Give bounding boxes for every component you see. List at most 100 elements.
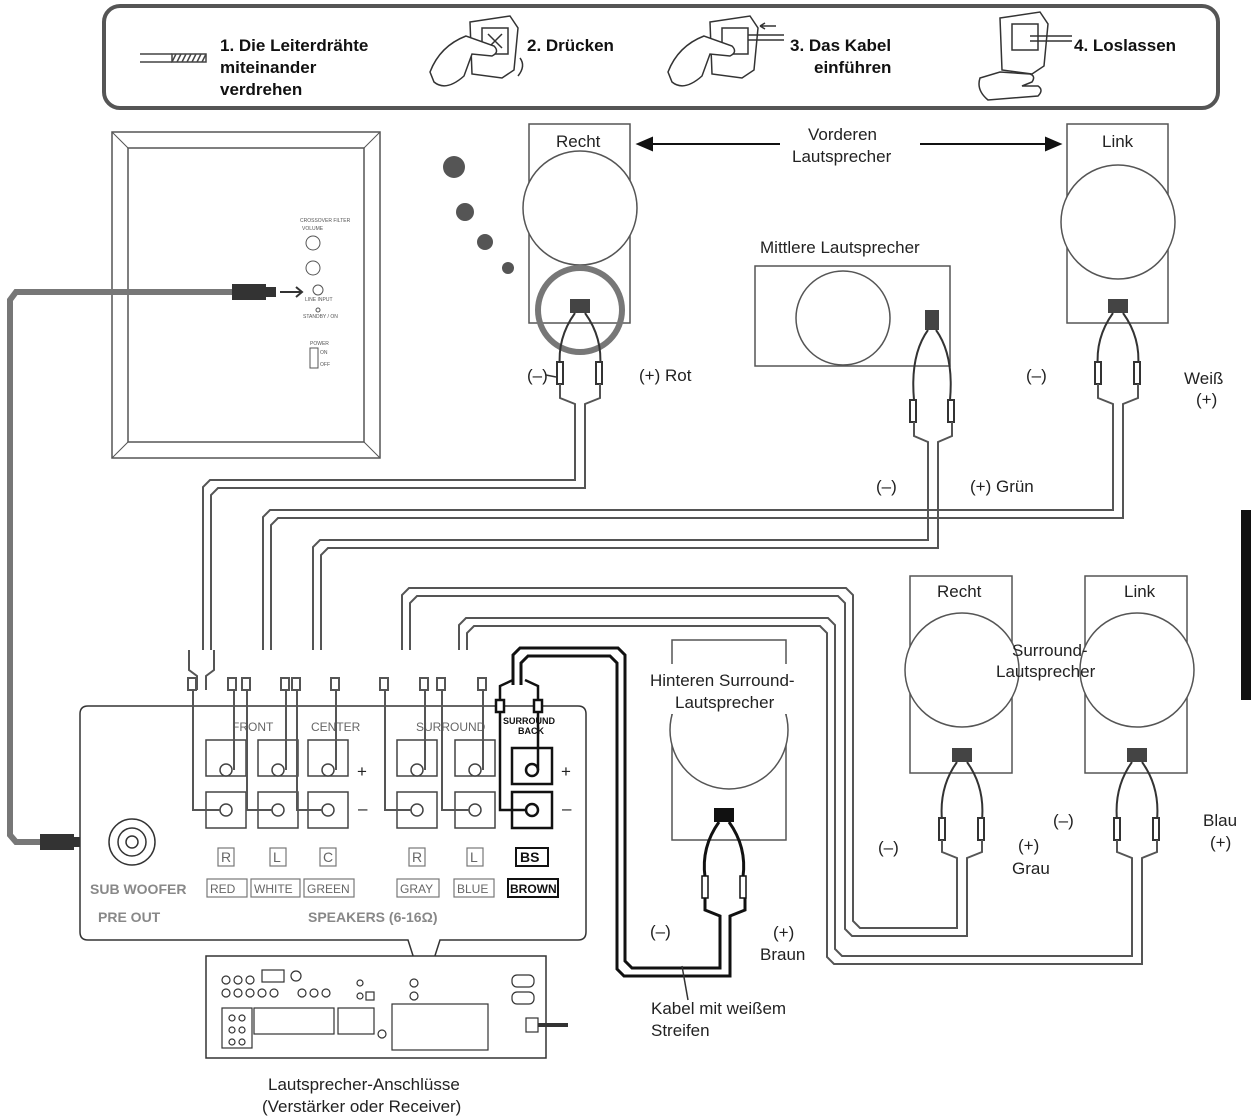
letter-c: C — [323, 849, 333, 865]
group-surround-back-line-1: SURROUND — [503, 716, 556, 726]
surround-left-pos-line-1: Blau — [1203, 811, 1237, 830]
color-blue: BLUE — [457, 882, 488, 896]
receiver-caption-line-1: Lautsprecher-Anschlüsse — [268, 1075, 460, 1094]
terminal-front-l — [257, 739, 299, 829]
terminal-color-boxes — [206, 878, 495, 898]
cable-note-line-2: Streifen — [651, 1021, 710, 1040]
volume-label: VOLUME — [302, 226, 324, 232]
release-terminal-icon — [978, 11, 1072, 101]
line-input-label: LINE INPUT — [305, 297, 333, 303]
center-neg-label: (–) — [876, 477, 897, 496]
center-speaker: Mittlere Lautsprecher — [754, 238, 951, 367]
front-caption-line-1: Vorderen — [808, 125, 877, 144]
step-3-line-2: einführen — [814, 58, 891, 77]
plus-label: + — [357, 762, 367, 781]
sub-woofer-label: SUB WOOFER — [90, 881, 186, 897]
front-right-speaker: Recht — [522, 123, 638, 355]
letter-l-surround: L — [470, 849, 478, 865]
letter-r-front: R — [221, 849, 231, 865]
center-label: Mittlere Lautsprecher — [760, 238, 920, 257]
surround-back-title-line-2: Lautsprecher — [675, 693, 775, 712]
terminal-surround-back — [510, 746, 554, 830]
terminal-front-r — [205, 739, 247, 829]
front-left-neg-label: (–) — [1026, 366, 1047, 385]
surround-right-pos-line-2: Grau — [1012, 859, 1050, 878]
surround-right-pos-line-1: (+) — [1018, 836, 1039, 855]
minus-label-back: – — [562, 799, 572, 818]
surround-right-label: Recht — [937, 582, 982, 601]
brown-color-box — [507, 878, 559, 898]
surround-right-neg-label: (–) — [878, 838, 899, 857]
front-right-pos-label: (+) Rot — [639, 366, 692, 385]
surround-back-pos-line-1: (+) — [773, 923, 794, 942]
surround-left-pos-line-2: (+) — [1210, 833, 1231, 852]
surround-caption-line-2: Lautsprecher — [996, 662, 1096, 681]
letter-bs: BS — [520, 849, 539, 865]
minus-label: – — [358, 799, 368, 818]
terminal-wire-tails-back — [498, 710, 540, 812]
bs-letter-box — [515, 847, 549, 867]
instruction-panel: 1. Die Leiterdrähte miteinander verdrehe… — [102, 4, 1220, 110]
press-terminal-icon — [429, 15, 524, 87]
group-surround-back-line-2: BACK — [518, 726, 544, 736]
cable-note-pointer — [681, 965, 689, 1001]
surround-back-speaker: Hinteren Surround- Lautsprecher — [648, 639, 810, 841]
cable-note-line-1: Kabel mit weißem — [651, 999, 786, 1018]
step-1-line-3: verdrehen — [220, 80, 302, 99]
letter-l-front: L — [273, 849, 281, 865]
front-left-label: Link — [1102, 132, 1134, 151]
step-1-line-1: 1. Die Leiterdrähte — [220, 36, 368, 55]
crossover-label: CROSSOVER FILTER — [300, 218, 351, 224]
plus-label-back: + — [561, 762, 571, 781]
color-green: GREEN — [307, 882, 350, 896]
center-cable — [312, 422, 953, 650]
front-left-cable — [262, 384, 1139, 650]
surround-left-neg-label: (–) — [1053, 811, 1074, 830]
color-red: RED — [210, 882, 236, 896]
terminal-wire-tails — [192, 690, 484, 811]
receiver-caption-line-2: (Verstärker oder Receiver) — [262, 1097, 461, 1116]
insert-cable-icon — [667, 15, 784, 87]
surround-left-label: Link — [1124, 582, 1156, 601]
terminal-connectors — [187, 650, 487, 691]
front-left-speaker: Link — [1060, 123, 1176, 324]
terminal-letter-boxes — [217, 847, 484, 867]
speakers-label: SPEAKERS (6-16Ω) — [308, 909, 437, 925]
receiver-unit — [205, 955, 568, 1059]
front-right-cable — [202, 384, 601, 650]
front-caption-line-2: Lautsprecher — [792, 147, 892, 166]
surround-back-pos-line-2: Braun — [760, 945, 805, 964]
power-on-label: ON — [320, 350, 328, 356]
color-brown: BROWN — [510, 882, 557, 896]
front-right-neg-label: (–) — [527, 366, 548, 385]
center-pos-label: (+) Grün — [970, 477, 1034, 496]
zoom-dots — [443, 156, 514, 274]
surround-back-wires — [701, 821, 747, 899]
power-label: POWER — [310, 341, 329, 347]
front-caption-arrows — [635, 136, 1063, 152]
color-gray: GRAY — [400, 882, 433, 896]
terminal-surround-r — [396, 739, 438, 829]
color-white: WHITE — [254, 882, 293, 896]
front-left-pos-line-1: Weiß — [1184, 369, 1223, 388]
front-right-label: Recht — [556, 132, 601, 151]
terminal-panel: FRONT CENTER SURROUND SURROUND BACK + – … — [79, 690, 587, 993]
surround-left-cable — [458, 617, 1158, 965]
group-front-label: FRONT — [232, 720, 274, 734]
surround-right-speaker: Recht — [904, 575, 1020, 774]
group-surround-label: SURROUND — [416, 720, 486, 734]
terminal-connectors-back — [494, 678, 544, 714]
page-edge-tab — [1241, 510, 1251, 700]
twisted-wire-icon — [140, 53, 207, 63]
terminal-center — [307, 739, 349, 829]
front-left-pos-line-2: (+) — [1196, 390, 1217, 409]
surround-back-cable — [511, 646, 747, 978]
surround-back-title-line-1: Hinteren Surround- — [650, 671, 795, 690]
surround-left-speaker: Link — [1079, 575, 1195, 774]
surround-caption-line-1: Surround- — [1012, 641, 1088, 660]
letter-r-surround: R — [412, 849, 422, 865]
surround-back-neg-label: (–) — [650, 922, 671, 941]
step-1-line-2: miteinander — [220, 58, 317, 77]
pre-out-label: PRE OUT — [98, 909, 161, 925]
